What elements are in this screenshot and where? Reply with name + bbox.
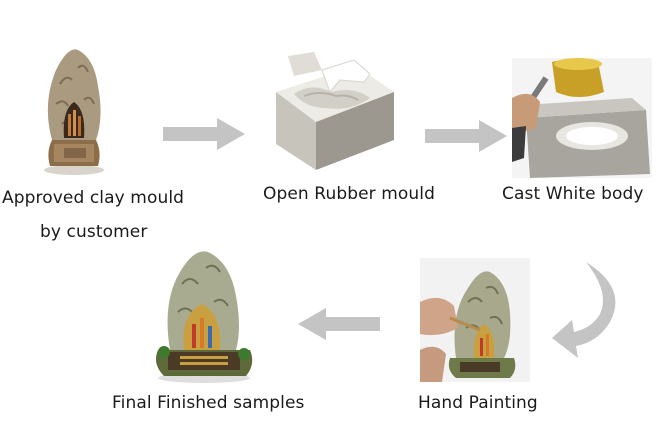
white-body-photo [512,58,652,178]
rubber-mould-photo [270,52,398,174]
white-body-label: Cast White body [502,182,644,206]
clay-mould-photo [38,44,110,176]
clay-mould-label-line2: by customer [40,220,147,244]
hand-painting-label: Hand Painting [418,391,538,415]
arrow-right-icon [163,118,245,150]
hand-painting-photo [420,258,530,382]
clay-mould-label-line1: Approved clay mould [2,186,184,210]
curved-arrow-down-left-icon [552,262,624,358]
final-samples-label: Final Finished samples [112,391,305,415]
rubber-mould-label: Open Rubber mould [263,182,435,206]
final-samples-photo [150,244,258,384]
arrow-left-icon [298,308,380,340]
arrow-right-icon [425,120,507,152]
